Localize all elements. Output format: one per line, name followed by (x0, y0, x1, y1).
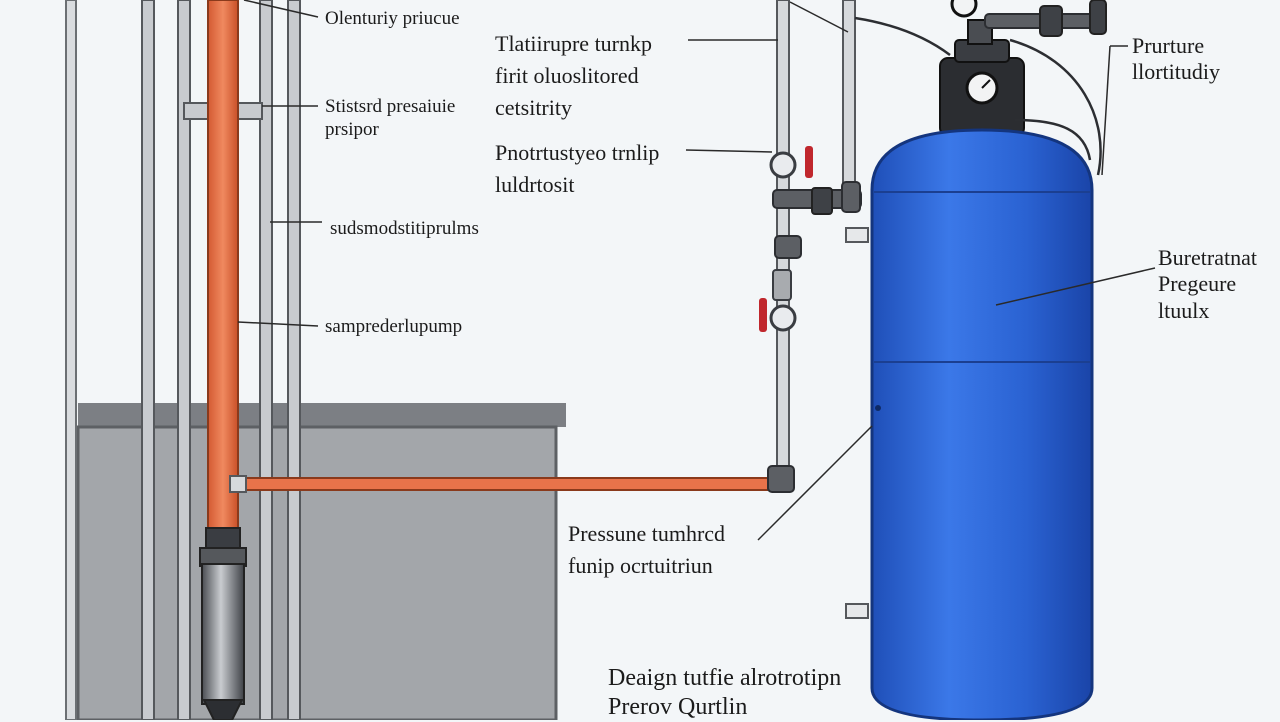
supply-plumbing (767, 0, 869, 619)
leader-lines (237, 0, 1156, 541)
label-protector: Pnotrtustyeo trnlip luldrtosit (495, 140, 660, 197)
label-pump: samprederlupump (325, 316, 463, 337)
label-right-mid: Buretratnat Pregeure ltuulx (1158, 245, 1257, 323)
upper-valve (769, 146, 813, 179)
well-casing (65, 0, 301, 720)
label-top-center: Tlatiirupre turnkp firit oluoslitored ce… (495, 31, 653, 120)
label-bottom-mid: Pressune tumhrcd funip ocrtuitriun (568, 521, 726, 578)
label-submersible: sudsmodstitiprulms (330, 218, 479, 239)
pressure-switch (854, 0, 1107, 176)
label-static-pressure: Stistsrd presaiuie prsipor (325, 96, 456, 140)
label-right-top: Prurture llortitudiy (1132, 33, 1220, 85)
submersible-pump (199, 527, 247, 720)
pressure-tank (870, 128, 1094, 720)
drop-pipe (207, 0, 769, 536)
ground-pit (76, 403, 566, 720)
lower-valve (759, 269, 797, 332)
label-bottom: Deaign tutfie alrotrotipn Prerov Qurtlin (608, 665, 842, 720)
label-top-left: Olenturiy priucue (325, 8, 460, 29)
